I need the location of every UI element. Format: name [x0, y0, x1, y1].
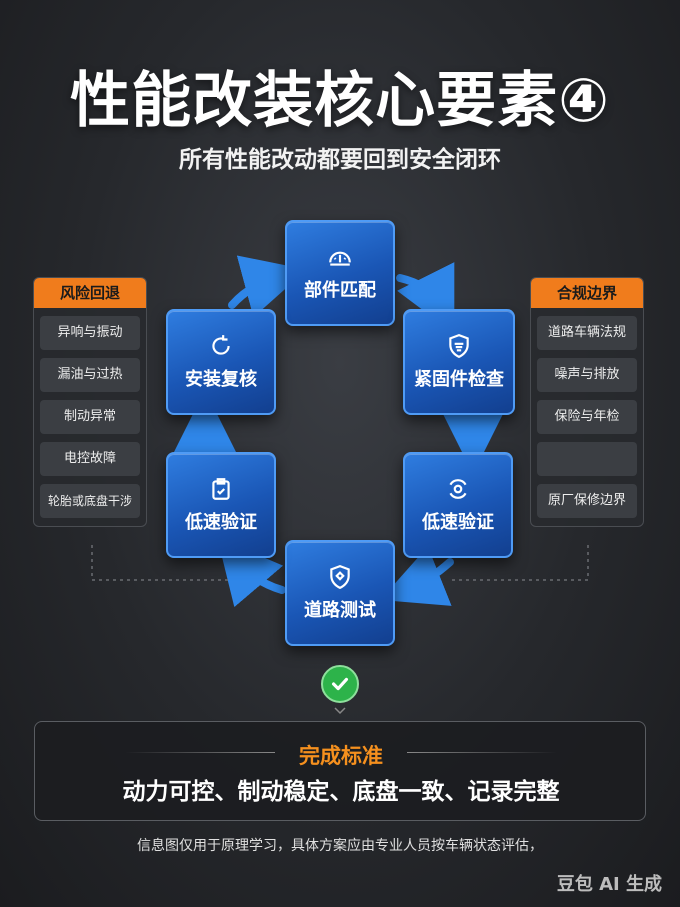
node-part-matching: 部件匹配	[285, 220, 395, 326]
arrow-bottom-to-left-lower	[217, 537, 286, 608]
compliance-item	[537, 442, 637, 476]
disclaimer: 信息图仅用于原理学习，具体方案应由专业人员按车辆状态评估，	[137, 838, 543, 854]
risk-fallback-header: 风险回退	[34, 278, 146, 308]
node-low-speed-verify-left: 低速验证	[166, 452, 276, 558]
shield-icon	[449, 334, 469, 359]
risk-item: 电控故障	[40, 442, 140, 476]
completion-text: 动力可控、制动稳定、底盘一致、记录完整	[122, 779, 560, 805]
risk-item: 异响与振动	[40, 316, 140, 350]
check-icon	[321, 665, 359, 703]
node-fastener-check: 紧固件检查	[403, 309, 515, 415]
compliance-item: 原厂保修边界	[537, 484, 637, 518]
page-title: 性能改装核心要素④	[70, 66, 610, 136]
left-panel-connector	[91, 545, 228, 581]
risk-item: 轮胎或底盘干涉	[40, 484, 140, 518]
node-road-test: 道路测试	[285, 540, 395, 646]
node-label: 部件匹配	[304, 280, 376, 301]
node-low-speed-verify-right: 低速验证	[403, 452, 513, 558]
refresh-icon	[212, 335, 230, 355]
risk-fallback-panel: 风险回退 异响与振动 漏油与过热 制动异常 电控故障 轮胎或底盘干涉	[33, 277, 147, 527]
chevron-down-icon	[334, 707, 346, 715]
clipboard-icon	[212, 478, 230, 500]
arrow-right-lower-to-bottom	[380, 546, 454, 606]
node-label: 紧固件检查	[414, 369, 504, 390]
node-install-review: 安装复核	[166, 309, 276, 415]
compliance-boundary-header: 合规边界	[531, 278, 643, 308]
arrow-left-upper-to-top	[228, 255, 307, 318]
sensor-icon	[449, 479, 467, 499]
completion-title: 完成标准	[299, 744, 383, 768]
watermark: 豆包 AI 生成	[556, 874, 662, 895]
cycle-arrows	[91, 255, 589, 608]
node-label: 低速验证	[422, 512, 494, 533]
compliance-item: 噪声与排放	[537, 358, 637, 392]
divider-left	[125, 752, 275, 753]
compliance-item: 道路车辆法规	[537, 316, 637, 350]
node-label: 道路测试	[304, 600, 376, 621]
compliance-boundary-panel: 合规边界 道路车辆法规 噪声与排放 保险与年检 原厂保修边界	[530, 277, 644, 527]
road-shield-icon	[330, 565, 350, 590]
completion-standard-box: 完成标准 动力可控、制动稳定、底盘一致、记录完整	[34, 721, 646, 821]
compliance-item: 保险与年检	[537, 400, 637, 434]
risk-item: 漏油与过热	[40, 358, 140, 392]
divider-right	[407, 752, 557, 753]
page-subtitle: 所有性能改动都要回到安全闭环	[179, 147, 501, 173]
arrow-top-to-right-upper	[396, 262, 455, 334]
right-panel-connector	[452, 545, 589, 581]
node-label: 安装复核	[185, 369, 257, 390]
gauge-icon	[329, 251, 351, 266]
node-label: 低速验证	[185, 512, 257, 533]
risk-item: 制动异常	[40, 400, 140, 434]
